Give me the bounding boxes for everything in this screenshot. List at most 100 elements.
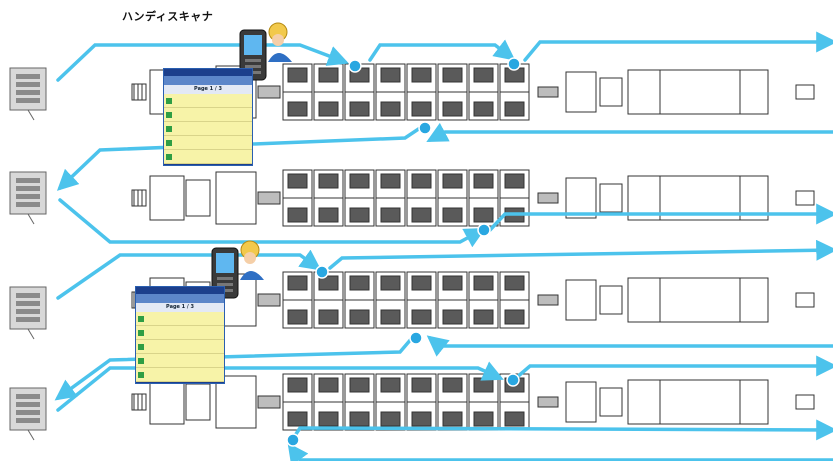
flow-arrow [514,355,833,380]
reader-coil [16,418,40,423]
screen-list-item [164,136,252,150]
gearbox [185,179,211,217]
tag-node [409,331,423,345]
tag-node [506,373,520,387]
module-bottom-pad [380,207,401,223]
module-bottom-pad [473,411,494,427]
module-bottom-pad [287,309,308,325]
scanner-keys [245,59,261,62]
module-bottom-pad [349,309,370,325]
module-bottom-pad [411,101,432,117]
motor-block [149,379,185,425]
barcode-icon [138,371,144,378]
reader-coil [16,74,40,79]
reader-coil [16,90,40,95]
module-top-pad [349,173,370,189]
module-top-pad [380,173,401,189]
module-bottom-pad [442,309,463,325]
module-bottom-pad [504,411,525,427]
module-bottom-pad [504,101,525,117]
reader-coil [16,82,40,87]
bearing-housing [565,177,597,219]
gearbox [185,383,211,421]
reader-coil [16,317,40,322]
screen-titlebar [164,69,252,76]
module-bottom-pad [380,309,401,325]
flange [599,387,623,417]
tag-node [315,265,329,279]
flow-arrow [56,361,504,412]
module-top-pad [473,173,494,189]
scanner-keys [217,289,233,292]
screen-list-item [136,312,224,326]
reader-coil [16,98,40,103]
module-bottom-pad [442,411,463,427]
module-top-pad [287,377,308,393]
module-top-pad [380,67,401,83]
module-top-pad [473,275,494,291]
bearing-housing [565,381,597,423]
reader-coil [16,186,40,191]
scanner-keys [217,277,233,280]
screen-page-label: Page 1 / 3 [164,85,252,94]
coupling-shaft [537,86,559,98]
reader-cable [27,109,35,121]
flow-arrow [287,442,833,461]
barcode-icon [166,97,172,104]
module-top-pad [504,275,525,291]
reader-coil [16,178,40,183]
module-bottom-pad [318,411,339,427]
module-top-pad [411,67,432,83]
coupling-shaft [257,293,281,307]
module-top-pad [349,377,370,393]
reader-coil [16,402,40,407]
scanner-screen: Page 1 / 3 [163,68,253,166]
tag-node [348,59,362,73]
barcode-icon [166,139,172,146]
flange [599,285,623,315]
module-bottom-pad [442,207,463,223]
module-top-pad [473,377,494,393]
module-top-pad [411,173,432,189]
screen-list-item [164,122,252,136]
worker-face [272,34,284,46]
scanner-keys [217,283,233,286]
screen-footer [164,164,252,165]
coupling-shaft [537,294,559,306]
screen-list-item [136,340,224,354]
reader-coil [16,394,40,399]
screen-footer [136,382,224,383]
module-top-pad [473,67,494,83]
module-bottom-pad [442,101,463,117]
module-bottom-pad [380,101,401,117]
module-bottom-pad [318,207,339,223]
module-bottom-pad [411,207,432,223]
screen-page-label: Page 1 / 3 [136,303,224,312]
module-top-pad [318,275,339,291]
coupling-shaft [537,192,559,204]
barcode-icon [138,315,144,322]
screen-list-item [164,150,252,164]
coupling-shaft [257,191,281,205]
reader-cable [27,328,35,340]
screen-header [136,294,224,303]
worker-body [240,271,264,280]
screen-list-item [136,326,224,340]
module-bottom-pad [318,101,339,117]
module-top-pad [411,377,432,393]
coupling-shaft [537,396,559,408]
worker-face [244,252,256,264]
flow-arrow [426,122,833,142]
tag-node [418,121,432,135]
bearing-housing [565,279,597,321]
module-top-pad [442,275,463,291]
flow-arrow [328,239,833,270]
module-top-pad [287,275,308,291]
screen-list-item [164,108,252,122]
scanner-display [244,35,262,55]
tag-node [507,57,521,71]
handheld-scanner-icon [211,240,264,299]
module-bottom-pad [473,309,494,325]
coupling-shaft [257,395,281,409]
